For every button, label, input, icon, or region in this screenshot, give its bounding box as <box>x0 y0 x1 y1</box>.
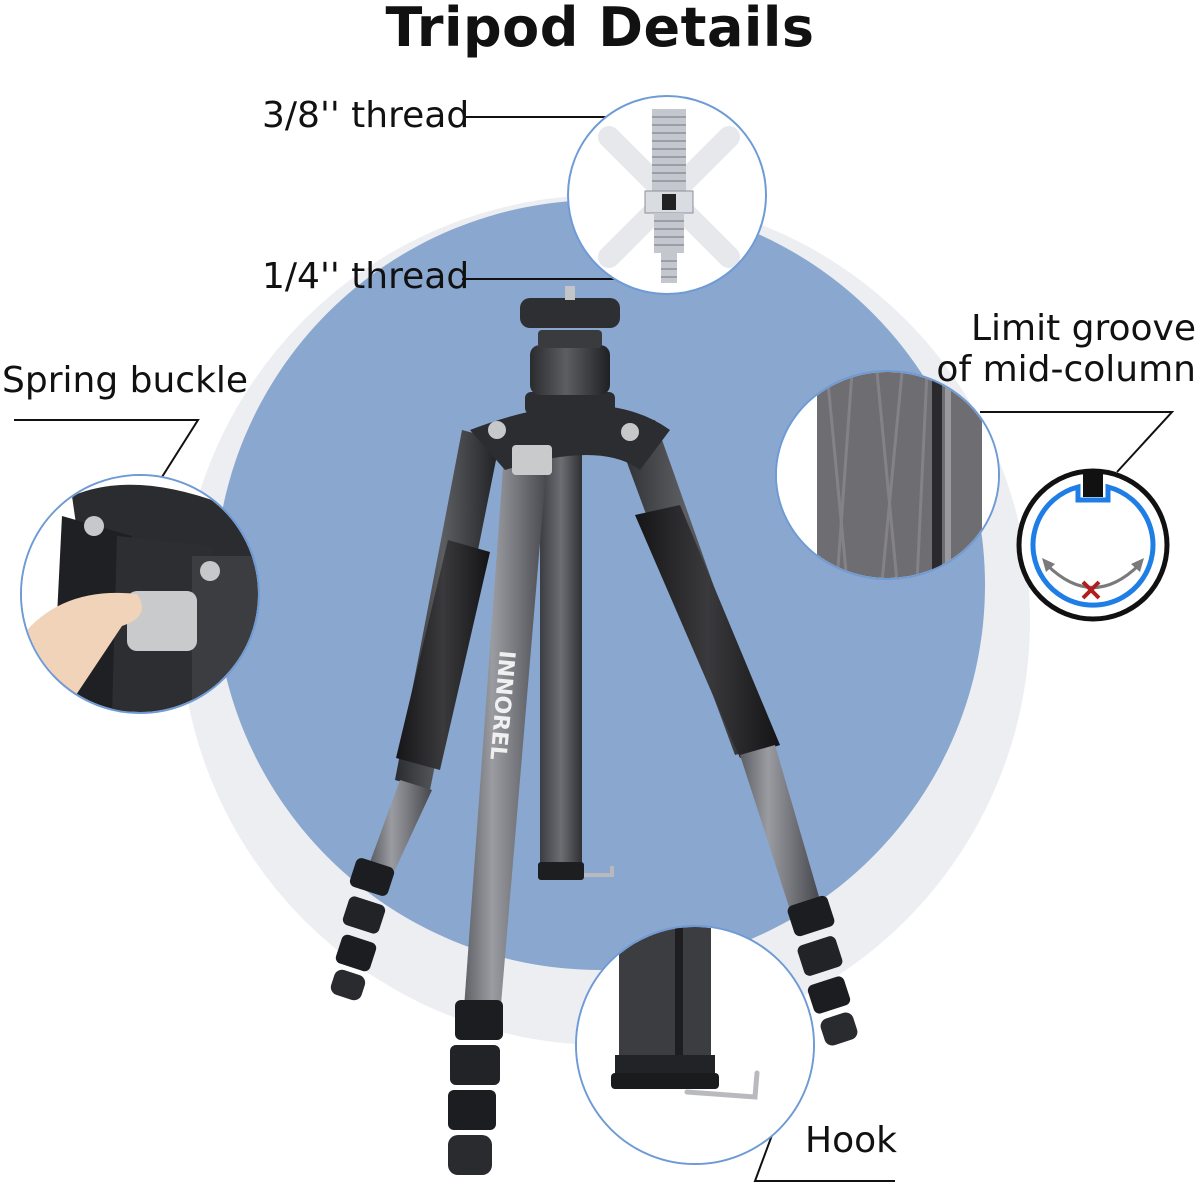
left-leg <box>330 430 500 1001</box>
label-limit-groove-line1: Limit groove <box>970 308 1196 349</box>
center-column <box>538 420 614 880</box>
label-limit-groove: Limit groove of mid-column <box>936 308 1196 391</box>
label-1-4-thread: 1/4'' thread <box>262 256 470 297</box>
label-3-8-thread: 3/8'' thread <box>262 95 470 136</box>
label-hook: Hook <box>805 1120 897 1161</box>
spring-buckle-detail-circle <box>20 474 260 714</box>
thread-detail-circle <box>567 95 767 295</box>
label-limit-groove-line2: of mid-column <box>936 349 1196 391</box>
hook-detail-circle <box>575 925 815 1165</box>
front-leg: INNOREL <box>448 440 548 1175</box>
label-spring-buckle: Spring buckle <box>2 360 249 401</box>
mid-column-detail-circle <box>775 370 1000 580</box>
hook-image <box>577 927 813 1163</box>
thread-adapter-image <box>598 109 740 283</box>
right-leg <box>615 420 858 1046</box>
page-title: Tripod Details <box>385 0 815 59</box>
tripod-head <box>470 286 670 475</box>
blocked-x-icon <box>1081 580 1101 600</box>
spring-buckle-image <box>22 476 258 712</box>
mid-column-texture-image <box>777 372 998 578</box>
